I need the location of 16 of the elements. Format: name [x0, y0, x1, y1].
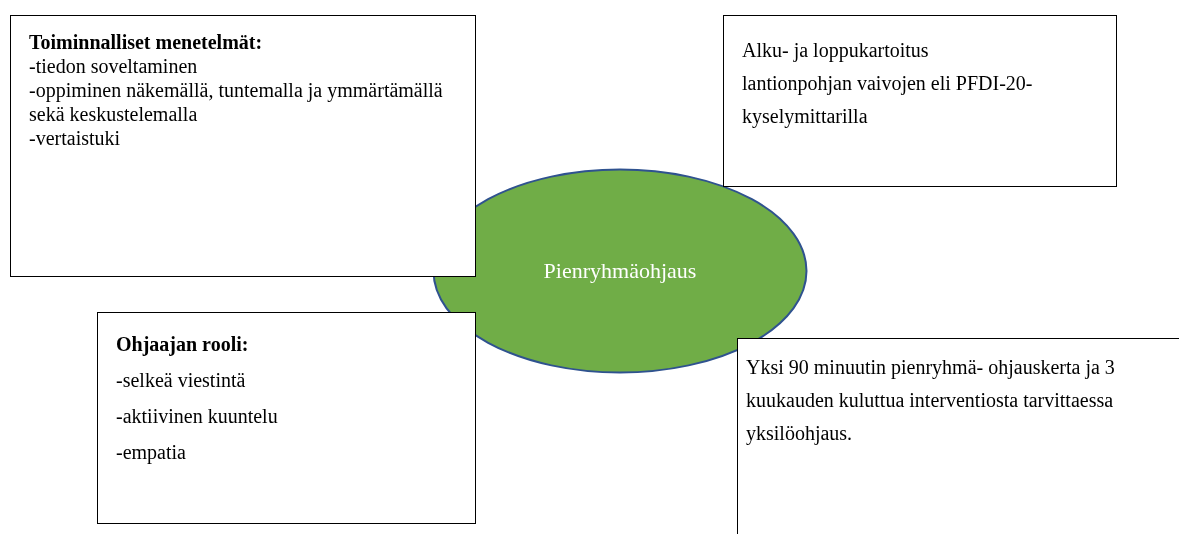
box-heading: Toiminnalliset menetelmät: [29, 30, 264, 54]
list-item: -tiedon soveltaminen [29, 54, 199, 78]
box-text: Alku- ja loppukartoitus lantionpohjan vaivojen eli PFDI-20- kyselymittarilla [742, 38, 1034, 130]
list-item: -empatia [116, 440, 187, 465]
list-item: -aktiivinen kuuntelu [116, 404, 279, 429]
text-box [97, 312, 476, 524]
list-item: -oppiminen näkemällä, tuntemalla ja ymmärtämällä sekä keskustelemalla [29, 78, 444, 126]
list-item: -vertaistuki [29, 126, 122, 150]
box-heading: Ohjaajan rooli: [116, 332, 250, 357]
box-text: Yksi 90 minuutin pienryhmä- ohjauskerta ja 3 kuukauden kuluttua interventiosta tarvittaessa yksilöohjaus. [746, 355, 1116, 447]
text-box [723, 15, 1117, 187]
ellipse [432, 168, 808, 374]
ellipse-label: Pienryhmäohjaus [543, 258, 697, 284]
text-box [10, 15, 476, 277]
text-box [737, 338, 1179, 534]
list-item: -selkeä viestintä [116, 368, 247, 393]
